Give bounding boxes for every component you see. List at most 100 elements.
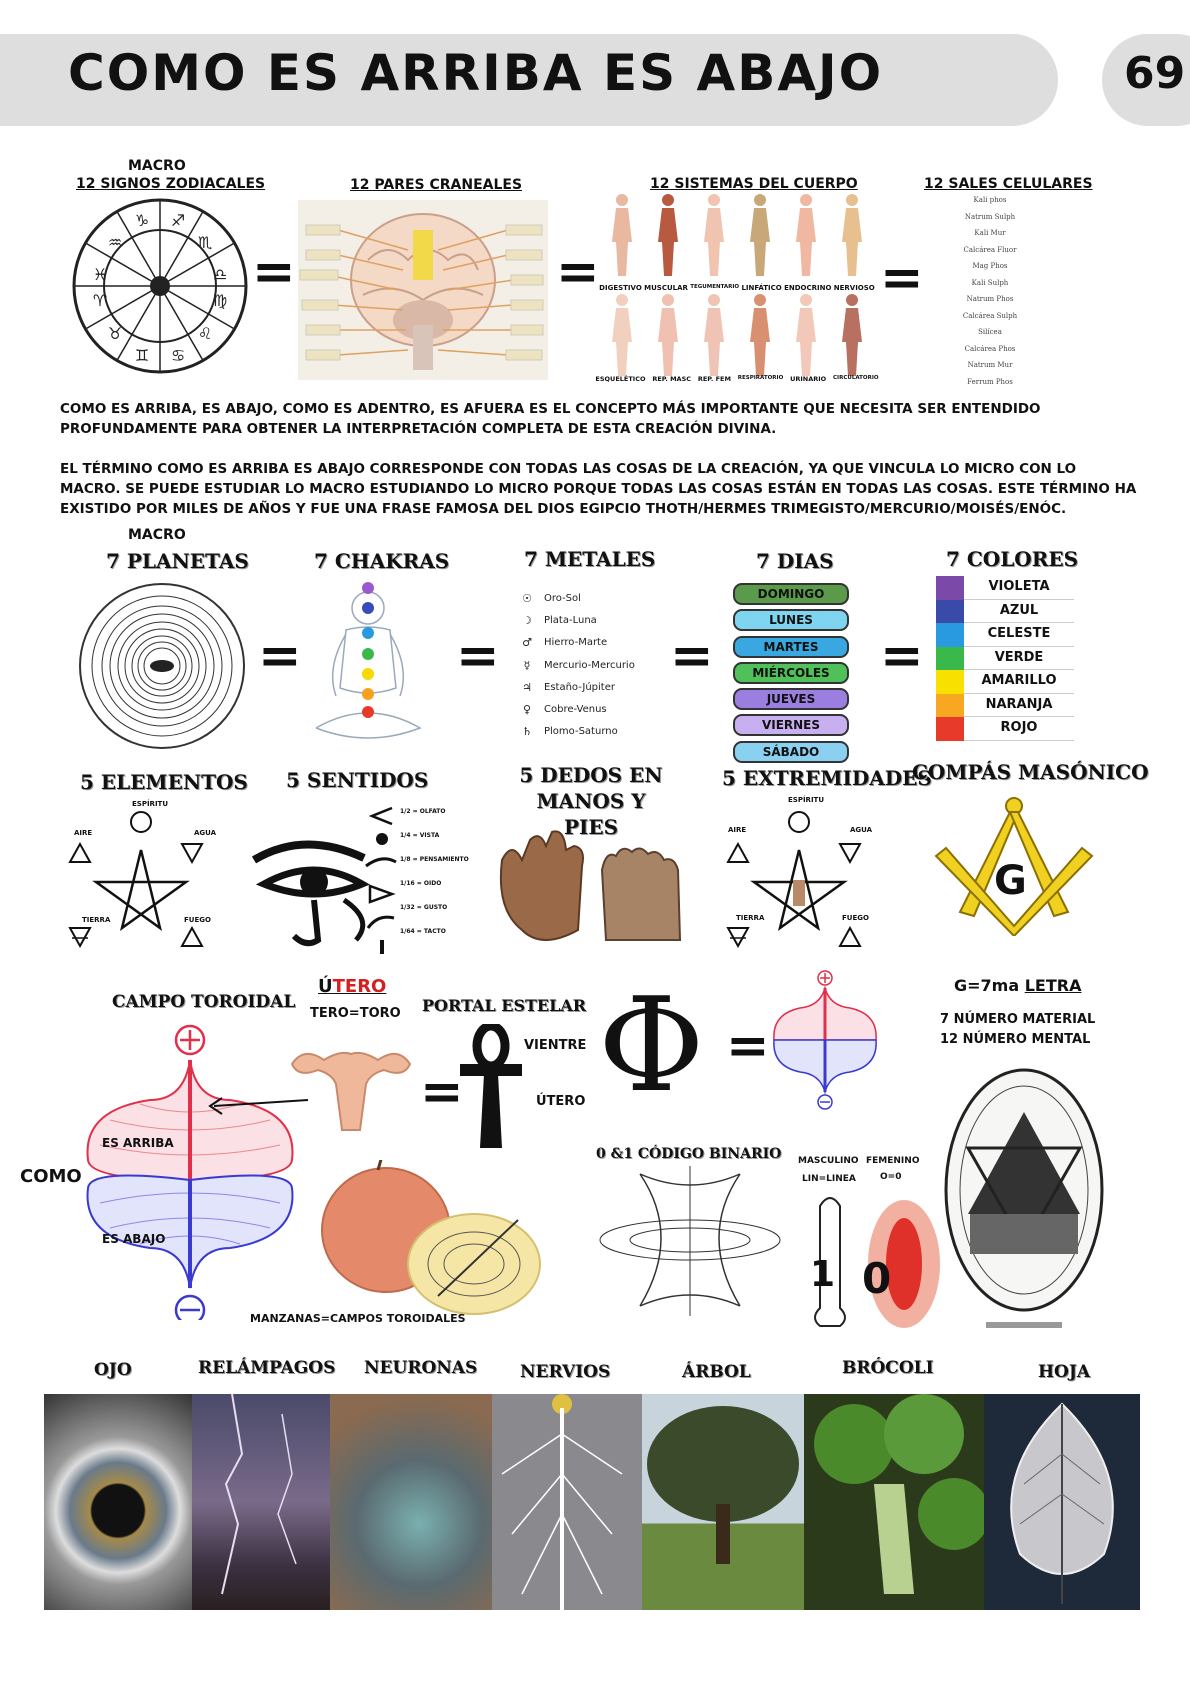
system-label: NERVIOSO bbox=[833, 284, 875, 292]
nerves-photo bbox=[492, 1394, 642, 1610]
metal-symbol-icon: ♀ bbox=[522, 703, 532, 717]
brain-cranial-nerves-diagram bbox=[298, 200, 548, 380]
system-label: REP. FEM bbox=[697, 375, 731, 383]
compass-label: COMPÁS MASÓNICO bbox=[912, 760, 1149, 784]
metal-item: ☿Mercurio-Mercurio bbox=[520, 654, 670, 676]
metal-symbol-icon: ☽ bbox=[522, 613, 532, 627]
page-title: COMO ES ARRIBA ES ABAJO bbox=[68, 44, 884, 102]
equals-sign: = bbox=[880, 248, 924, 308]
day-pill: LUNES bbox=[733, 609, 849, 632]
body-figure bbox=[750, 294, 770, 376]
equals-sign: = bbox=[880, 626, 924, 686]
metals-list: ☉Oro-Sol ☽Plata-Luna ♂Hierro-Marte ☿Merc… bbox=[520, 587, 670, 743]
system-label: URINARIO bbox=[790, 375, 827, 383]
body-figure bbox=[612, 294, 632, 376]
utero2-label: ÚTERO bbox=[536, 1094, 586, 1109]
color-swatch bbox=[936, 599, 964, 623]
color-row: AMARILLO bbox=[936, 670, 1074, 694]
systems-labels-top: DIGESTIVO MUSCULAR TEGUMENTARIO LINFÁTIC… bbox=[598, 284, 876, 292]
masculino-icon bbox=[814, 1197, 846, 1327]
lightning-photo bbox=[192, 1394, 330, 1610]
el-label-right: AGUA bbox=[194, 829, 217, 837]
g-letter-label: G=7ma LETRA bbox=[954, 976, 1081, 995]
compass-letter: G bbox=[994, 858, 1027, 904]
el-label-left: AIRE bbox=[74, 829, 93, 837]
color-name: VIOLETA bbox=[964, 576, 1074, 600]
system-label: CIRCULATORIO bbox=[833, 375, 879, 381]
system-label: DIGESTIVO bbox=[599, 284, 642, 292]
body-figure bbox=[750, 194, 770, 276]
metal-item: ☽Plata-Luna bbox=[520, 609, 670, 631]
day-pill: SÁBADO bbox=[733, 740, 849, 763]
body-figure bbox=[658, 294, 678, 376]
eye-of-horus-icon bbox=[251, 840, 370, 947]
elements-label: 5 ELEMENTOS bbox=[80, 770, 248, 794]
systems-label: 12 SISTEMAS DEL CUERPO bbox=[650, 176, 858, 192]
label-hoja: HOJA bbox=[1038, 1362, 1091, 1382]
svg-text:♉: ♉ bbox=[108, 324, 122, 343]
leaf-icon bbox=[1010, 1402, 1114, 1604]
planets-concentric-diagram bbox=[79, 583, 245, 749]
senses-symbols bbox=[365, 806, 397, 954]
apples-label: MANZANAS=CAMPOS TOROIDALES bbox=[250, 1312, 466, 1325]
color-swatch bbox=[936, 717, 964, 741]
day-pill: DOMINGO bbox=[733, 583, 849, 605]
sense-item: 1/64 = TACTO bbox=[400, 928, 446, 935]
equals-sign: = bbox=[258, 626, 302, 686]
metal-name: Plomo-Saturno bbox=[544, 726, 618, 738]
salts-list: Kali phos Natrum Sulph Kali Mur Calcárea… bbox=[940, 196, 1040, 394]
tree-icon bbox=[647, 1406, 799, 1564]
svg-text:♍: ♍ bbox=[213, 291, 227, 310]
tero-label: TERO=TORO bbox=[310, 1006, 401, 1021]
leaf-photo bbox=[984, 1394, 1140, 1610]
ex-label-left: AIRE bbox=[728, 826, 747, 834]
utero-red: TERO bbox=[332, 976, 387, 997]
color-swatch bbox=[936, 670, 964, 694]
ankh-icon bbox=[460, 1024, 522, 1148]
tree-photo bbox=[642, 1394, 804, 1610]
svg-text:♐: ♐ bbox=[171, 211, 185, 230]
body-figure bbox=[704, 194, 724, 276]
days-label: 7 DIAS bbox=[756, 549, 834, 573]
phi-symbol: Φ bbox=[598, 969, 705, 1121]
body-figure bbox=[842, 294, 862, 376]
body-figure bbox=[704, 294, 724, 376]
day-pill: JUEVES bbox=[733, 688, 849, 711]
color-swatch bbox=[936, 646, 964, 670]
salt-item: Natrum Sulph bbox=[964, 212, 1016, 221]
como-label: COMO bbox=[20, 1166, 82, 1187]
body-systems-grid bbox=[612, 194, 862, 376]
broccoli-photo bbox=[804, 1394, 984, 1610]
metal-symbol-icon: ♂ bbox=[522, 636, 532, 650]
femenino-label: FEMENINO bbox=[866, 1156, 920, 1166]
color-name: AMARILLO bbox=[964, 670, 1074, 694]
page-number-badge bbox=[1102, 34, 1190, 126]
extremities-label: 5 EXTREMIDADES bbox=[722, 766, 932, 790]
num-material: 7 NÚMERO MATERIAL bbox=[940, 1012, 1096, 1027]
lightning-icon bbox=[221, 1394, 297, 1595]
color-name: ROJO bbox=[964, 717, 1074, 741]
body-figure bbox=[612, 194, 632, 276]
binary-label: 0 &1 CÓDIGO BINARIO bbox=[596, 1146, 782, 1162]
cranial-label: 12 PARES CRANEALES bbox=[350, 177, 523, 193]
sense-item: 1/8 = PENSAMIENTO bbox=[400, 856, 469, 863]
color-swatch bbox=[936, 693, 964, 717]
salt-item: Ferrum Phos bbox=[967, 377, 1013, 386]
apples-illustration bbox=[321, 1160, 541, 1315]
color-name: NARANJA bbox=[964, 694, 1074, 717]
color-row: VERDE bbox=[936, 646, 1074, 670]
el-label-bl: TIERRA bbox=[82, 916, 111, 924]
ex-label-bl: TIERRA bbox=[736, 914, 765, 922]
color-swatch bbox=[936, 576, 964, 600]
o0-label: O=0 bbox=[880, 1172, 902, 1182]
equals-sign: = bbox=[670, 626, 714, 686]
sense-item: 1/2 = OLFATO bbox=[400, 808, 446, 815]
color-swatch bbox=[936, 623, 964, 647]
uterus-illustration bbox=[290, 1051, 412, 1131]
senses-label: 5 SENTIDOS bbox=[286, 768, 429, 792]
utero-label: ÚTERO bbox=[318, 976, 386, 997]
senses-list: 1/2 = OLFATO 1/4 = VISTA 1/8 = PENSAMIEN… bbox=[400, 808, 469, 952]
femenino-icon bbox=[868, 1200, 940, 1328]
